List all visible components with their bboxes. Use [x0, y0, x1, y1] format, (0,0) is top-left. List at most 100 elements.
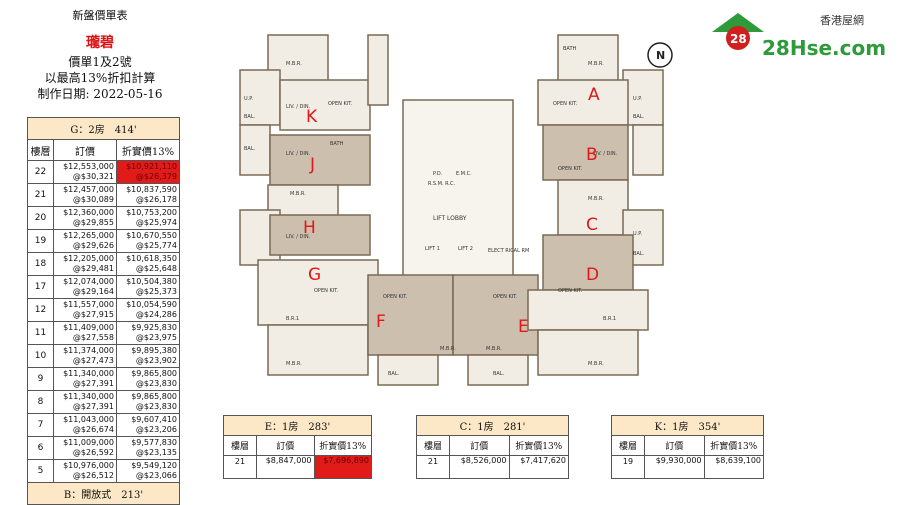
table-row: 10$11,374,000@$27,473$9,895,380@$23,902 — [27, 344, 180, 368]
table-row: 18$12,205,000@$29,481$10,618,350@$25,648 — [27, 252, 180, 276]
price-cell: $12,205,000@$29,481 — [53, 252, 117, 276]
room-label: B.R.1 — [603, 316, 616, 322]
room-label: M.B.R. — [486, 346, 502, 352]
unit-label-e: E — [518, 317, 529, 337]
discount-per-sqft: @$23,206 — [135, 425, 177, 434]
room-label: M.B.R. — [290, 191, 306, 197]
discount-cell: $10,921,110@$26,379 — [116, 160, 180, 184]
created-date: 制作日期: 2022-05-16 — [37, 87, 163, 101]
room-label: LIFT 1 — [425, 246, 440, 252]
floor-cell: 5 — [27, 459, 54, 483]
room-label: U.P. — [633, 96, 642, 102]
price-per-sqft: @$29,164 — [72, 287, 114, 296]
col-discount: 折實價13% — [508, 435, 569, 456]
col-discount: 折實價13% — [116, 139, 180, 161]
room-label: OPEN KIT. — [314, 288, 339, 294]
discount-total: $9,895,380 — [131, 346, 177, 355]
room-label: ELECT RICAL RM — [488, 248, 529, 254]
room-label: M.B.R. — [286, 61, 302, 67]
price-per-sqft: @$26,592 — [72, 448, 114, 457]
price-cell: $11,340,000@$27,391 — [53, 390, 117, 414]
table-row: 6$11,009,000@$26,592$9,577,830@$23,135 — [27, 436, 180, 460]
col-price: 訂價 — [53, 139, 117, 161]
discount-per-sqft: @$23,902 — [135, 356, 177, 365]
price-cell: $12,360,000@$29,855 — [53, 206, 117, 230]
col-floor: 樓層 — [416, 435, 450, 456]
price-total: $12,360,000 — [63, 208, 114, 217]
badge-circle — [726, 26, 750, 50]
discount-per-sqft: @$25,648 — [135, 264, 177, 273]
discount-per-sqft: @$26,178 — [135, 195, 177, 204]
room-label: OPEN KIT. — [383, 294, 408, 300]
price-per-sqft: @$30,321 — [72, 172, 114, 181]
room-label: BAL. — [244, 114, 256, 120]
price-table-c: C：1房 281' 樓層訂價折實價13% 21$8,526,000$7,417,… — [416, 415, 569, 479]
unit-label-f: F — [376, 312, 386, 332]
price-per-sqft: @$30,089 — [72, 195, 114, 204]
price-per-sqft: @$29,626 — [72, 241, 114, 250]
room-label: E.M.C. — [456, 171, 472, 177]
unit-label-h: H — [303, 218, 316, 238]
room-label: BAL. — [633, 251, 645, 257]
room-label: M.B.R. — [286, 361, 302, 367]
room-label: M.B.R. — [588, 361, 604, 367]
table-row: 9$11,340,000@$27,391$9,865,800@$23,830 — [27, 367, 180, 391]
discount-note: 以最高13%折扣計算 — [44, 71, 156, 85]
unit-label-k: K — [306, 107, 318, 127]
floor-cell: 10 — [27, 344, 54, 368]
unit-label-d: D — [586, 265, 599, 285]
discount-total: $9,607,410 — [131, 415, 177, 424]
price-per-sqft: @$26,512 — [72, 471, 114, 480]
subtitle-block: 價單1及2號 以最高13%折扣計算 制作日期: 2022-05-16 — [0, 54, 200, 102]
table-row: 8$11,340,000@$27,391$9,865,800@$23,830 — [27, 390, 180, 414]
price-total: $11,374,000 — [63, 346, 114, 355]
table-caption: G：2房 414' — [27, 117, 180, 140]
unit-label-j: J — [309, 155, 315, 175]
col-floor: 樓層 — [27, 139, 54, 161]
discount-total: $9,925,830 — [131, 323, 177, 332]
price-total: $11,340,000 — [63, 392, 114, 401]
discount-cell: $10,753,200@$25,974 — [116, 206, 180, 230]
price-total: $12,265,000 — [63, 231, 114, 240]
discount-cell: $9,577,830@$23,135 — [116, 436, 180, 460]
room-label: OPEN KIT. — [328, 101, 353, 107]
price-cell: $12,553,000@$30,321 — [53, 160, 117, 184]
price-cell: $11,043,000@$26,674 — [53, 413, 117, 437]
discount-cell: $9,895,380@$23,902 — [116, 344, 180, 368]
price-cell: $8,847,000 — [256, 455, 315, 479]
discount-cell: $10,504,380@$25,373 — [116, 275, 180, 299]
discount-total: $9,865,800 — [131, 392, 177, 401]
table-footer-caption: B：開放式 213' — [27, 482, 180, 505]
estate-name: 瓏碧 — [86, 35, 114, 51]
discount-per-sqft: @$24,286 — [135, 310, 177, 319]
brand-logo-text: 28Hse.com — [762, 36, 886, 60]
table-row: 17$12,074,000@$29,164$10,504,380@$25,373 — [27, 275, 180, 299]
floor-cell: 19 — [27, 229, 54, 253]
price-total: $12,553,000 — [63, 162, 114, 171]
price-cell: $11,340,000@$27,391 — [53, 367, 117, 391]
unit-label-g: G — [308, 265, 321, 285]
discount-total: $10,504,380 — [126, 277, 177, 286]
room-label: OPEN KIT. — [558, 166, 583, 172]
floor-cell: 17 — [27, 275, 54, 299]
price-per-sqft: @$27,391 — [72, 379, 114, 388]
brand-logo[interactable]: 28 28Hse.com 香港屋網 — [710, 10, 890, 60]
compass-icon: N — [647, 42, 673, 68]
discount-cell: $8,639,100 — [703, 455, 764, 479]
table-row: 21$12,457,000@$30,089$10,837,590@$26,178 — [27, 183, 180, 207]
col-discount: 折實價13% — [313, 435, 372, 456]
price-per-sqft: @$27,915 — [72, 310, 114, 319]
discount-per-sqft: @$26,379 — [135, 172, 177, 181]
price-per-sqft: @$27,558 — [72, 333, 114, 342]
price-total: $11,340,000 — [63, 369, 114, 378]
floor-cell: 21 — [416, 455, 450, 479]
floor-cell: 8 — [27, 390, 54, 414]
discount-total: $10,054,590 — [126, 300, 177, 309]
room-label: LIV. / DIN. — [593, 151, 618, 157]
brand-name: 香港屋網 — [820, 13, 864, 27]
discount-cell: $9,549,120@$23,066 — [116, 459, 180, 483]
discount-per-sqft: @$23,975 — [135, 333, 177, 342]
table-row: 22$12,553,000@$30,321$10,921,110@$26,379 — [27, 160, 180, 184]
col-floor: 樓層 — [223, 435, 257, 456]
floor-cell: 22 — [27, 160, 54, 184]
